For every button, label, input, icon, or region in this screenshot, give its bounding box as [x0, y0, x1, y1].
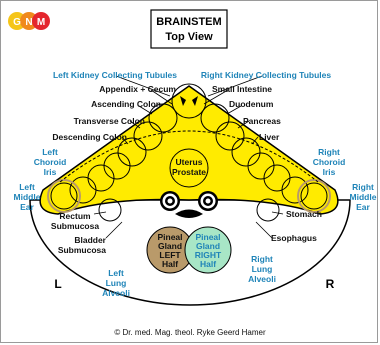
label-left-choroid-1: Left	[42, 147, 58, 157]
title-box: BRAINSTEM Top View	[150, 9, 228, 49]
label-descending-colon: Descending Colon	[52, 132, 127, 142]
label-small-intestine: Small Intestine	[212, 84, 272, 94]
segment-circle-l6	[69, 176, 97, 204]
label-liver: Liver	[259, 132, 280, 142]
pineal-gland-right	[184, 226, 232, 274]
label-side-left: L	[54, 277, 61, 291]
label-pineal-right-1: Pineal	[195, 232, 220, 242]
segment-circle-stomach	[256, 198, 280, 222]
title-line-2: Top View	[165, 31, 213, 43]
gnm-logo: G N M	[8, 12, 50, 30]
label-transverse-colon: Transverse Colon	[74, 116, 145, 126]
right-middle-ear-ring	[297, 179, 331, 213]
segment-circle-rectum	[98, 198, 122, 222]
label-pancreas: Pancreas	[243, 116, 281, 126]
segment-circles	[50, 83, 328, 222]
target-right	[198, 191, 218, 211]
left-middle-ear-ring	[47, 179, 81, 213]
label-uterus: Uterus	[176, 157, 203, 167]
label-pineal-right-4: Half	[200, 259, 216, 269]
pineal-black-base	[175, 209, 203, 218]
logo-letter-n: N	[25, 17, 32, 28]
segment-circle-r2	[215, 121, 245, 151]
leader-lines	[93, 75, 284, 239]
segment-circle-l3	[117, 137, 147, 167]
label-rectum-2: Submucosa	[51, 221, 99, 231]
label-ascending-colon: Ascending Colon	[91, 99, 161, 109]
segment-circle-l2	[133, 121, 163, 151]
segment-circle-r7	[300, 182, 328, 210]
label-rectum-1: Rectum	[59, 211, 91, 221]
label-pineal-right-2: Gland	[196, 241, 220, 251]
segment-circle-r4	[247, 152, 275, 180]
segment-circle-r1	[200, 103, 230, 133]
label-right-kidney: Right Kidney Collecting Tubules	[201, 70, 331, 80]
label-appendix: Appendix + Cecum	[99, 84, 176, 94]
logo-letter-g: G	[13, 17, 21, 28]
label-left-lung-2: Lung	[106, 278, 127, 288]
label-left-choroid-2: Choroid	[34, 157, 67, 167]
label-right-ear-3: Ear	[356, 202, 370, 212]
logo-letter-m: M	[37, 17, 45, 28]
label-stomach: Stomach	[286, 209, 322, 219]
label-pineal-left-2: Gland	[158, 241, 182, 251]
segment-circle-r3	[231, 137, 261, 167]
label-right-ear-1: Right	[352, 182, 374, 192]
kidney-arrow-right	[192, 96, 198, 106]
label-right-lung-3: Alveoli	[248, 274, 276, 284]
segment-circle-r6	[281, 176, 309, 204]
label-left-lung-1: Left	[108, 268, 124, 278]
segment-circle-l1	[148, 103, 178, 133]
label-left-kidney: Left Kidney Collecting Tubules	[53, 70, 177, 80]
label-right-ear-2: Middle	[350, 192, 377, 202]
label-right-lung-2: Lung	[252, 264, 273, 274]
label-right-choroid-3: Iris	[323, 167, 336, 177]
segment-circle-center	[169, 148, 209, 188]
label-pineal-left-3: LEFT	[159, 250, 181, 260]
label-pineal-left-1: Pineal	[157, 232, 182, 242]
label-duodenum: Duodenum	[229, 99, 274, 109]
label-left-ear-1: Left	[19, 182, 35, 192]
label-side-right: R	[326, 277, 335, 291]
kidney-arrow-left	[180, 96, 186, 106]
label-right-choroid-1: Right	[318, 147, 340, 157]
label-pineal-right-3: RIGHT	[195, 250, 222, 260]
label-left-ear-3: Ear	[20, 202, 34, 212]
segment-circle-l7	[50, 182, 78, 210]
segment-circle-top	[171, 83, 207, 119]
brainstem-yellow-region	[39, 85, 339, 215]
segment-circle-l4	[103, 152, 131, 180]
dashed-tubule-line	[59, 130, 319, 183]
label-right-choroid-2: Choroid	[313, 157, 346, 167]
label-bladder-1: Bladder	[74, 235, 106, 245]
label-esophagus: Esophagus	[271, 233, 317, 243]
label-right-lung-1: Right	[251, 254, 273, 264]
target-left	[160, 191, 180, 211]
label-left-lung-3: Alveoli	[102, 288, 130, 298]
label-left-choroid-3: Iris	[44, 167, 57, 177]
label-left-ear-2: Middle	[14, 192, 41, 202]
logo-circle-m	[32, 12, 50, 30]
title-line-1: BRAINSTEM	[156, 16, 221, 28]
copyright-text: © Dr. med. Mag. theol. Ryke Geerd Hamer	[114, 328, 266, 337]
label-prostate: Prostate	[172, 167, 206, 177]
label-pineal-left-4: Half	[162, 259, 178, 269]
label-bladder-2: Submucosa	[58, 245, 106, 255]
